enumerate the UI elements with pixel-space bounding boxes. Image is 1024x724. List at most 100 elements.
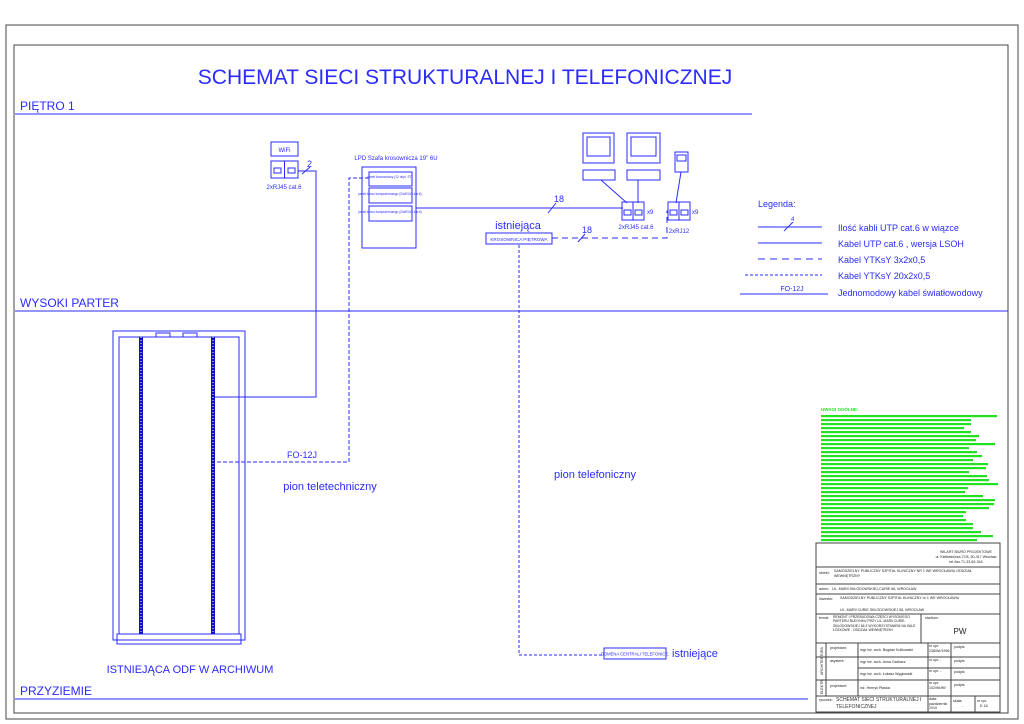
floor-patch-status: istniejąca (495, 220, 542, 232)
svg-text:inż. Henryk Płaska: inż. Henryk Płaska (860, 686, 890, 690)
note-line (821, 439, 976, 442)
cabinet-panel-patch-1 (368, 187, 413, 204)
svg-text:E-18: E-18 (980, 704, 988, 708)
svg-text:podpis: podpis (954, 659, 965, 663)
note-line (821, 479, 989, 482)
svg-text:podpis: podpis (954, 683, 965, 687)
note-line (821, 483, 998, 486)
note-line (821, 459, 973, 462)
svg-text:ELEKTR.: ELEKTR. (820, 679, 824, 694)
svg-text:mgr inż. arch. Łukasz Węgłowsk: mgr inż. arch. Łukasz Węgłowski (860, 672, 913, 676)
utp-cable-count: 18 (554, 194, 564, 204)
note-line (821, 471, 969, 474)
note-line (821, 535, 993, 538)
note-line (821, 527, 973, 530)
rj45-multiplier: x9 (647, 210, 654, 216)
note-line (821, 539, 977, 542)
note-line (821, 419, 971, 422)
svg-text:temat:: temat: (819, 616, 829, 620)
svg-text:stadium:: stadium: (925, 616, 939, 620)
svg-text:projektant:: projektant: (830, 684, 847, 688)
svg-text:panel krosowniczy (12 dupl. ST: panel krosowniczy (12 dupl. ST) (367, 175, 412, 179)
note-line (821, 531, 981, 534)
svg-text:tel./fax.71-33-69-344: tel./fax.71-33-69-344 (949, 560, 982, 564)
svg-text:Kabel YTKsY 3x2x0,5: Kabel YTKsY 3x2x0,5 (838, 255, 925, 265)
legend: Legenda: 4 Ilość kabli UTP cat.6 w wiązc… (740, 199, 983, 298)
svg-text:UL. MARII SKŁODOWSKIEJ-CURIE 6: UL. MARII SKŁODOWSKIEJ-CURIE 66, WROCŁAW (832, 587, 917, 591)
rj12-socket-icon (667, 201, 691, 221)
wifi-cable-count: 2 (307, 159, 312, 169)
svg-text:WILART BIURO PROJEKTOWE: WILART BIURO PROJEKTOWE (940, 550, 993, 554)
note-line (821, 463, 988, 466)
general-notes: UWAGI OGÓLNE: (821, 405, 998, 542)
svg-text:rysunek:: rysunek: (819, 698, 833, 702)
note-line (821, 495, 983, 498)
svg-text:mgr inż. arch. Anna Garbacz: mgr inż. arch. Anna Garbacz (860, 660, 906, 664)
rj12-socket-label: 2xRJ12 (669, 229, 690, 235)
svg-text:panel krosu komputerowego (24x: panel krosu komputerowego (24xRJ45 kat.6… (358, 210, 421, 214)
floor-label-pietro1: PIĘTRO 1 (20, 99, 75, 113)
svg-text:nr rys.: nr rys. (977, 699, 987, 703)
note-line (821, 423, 971, 426)
rj45-socket-icon (621, 201, 645, 221)
note-line (821, 503, 994, 506)
wifi-socket-label: 2xRJ45 cat.6 (266, 185, 302, 191)
telecom-riser-label: pion teletechniczny (283, 481, 377, 493)
floor-label-przyziemie: PRZYZIEMIE (20, 684, 92, 698)
svg-text:mgr inż. arch. Bogdan Kulikows: mgr inż. arch. Bogdan Kulikowski (860, 648, 913, 652)
phone-exchange-box (603, 647, 667, 660)
ytksy-cable-3x2 (552, 210, 668, 239)
legend-title: Legenda: (758, 199, 796, 209)
note-line (821, 475, 987, 478)
svg-text:obiekt:: obiekt: (819, 571, 830, 575)
odf-label: ISTNIEJĄCA ODF W ARCHIWUM (107, 664, 274, 676)
note-line (821, 451, 977, 454)
note-line (821, 415, 997, 418)
svg-text:asystent:: asystent: (830, 659, 844, 663)
note-line (821, 491, 965, 494)
ytksy-cable-count: 18 (582, 225, 592, 235)
svg-text:Kabel YTKsY 20x2x0,5: Kabel YTKsY 20x2x0,5 (838, 271, 930, 281)
rj45-socket-label: 2xRJ45 cat.6 (618, 225, 654, 231)
computer-monitor-icon (626, 132, 661, 203)
svg-text:UL. MARII CURIE SKŁODOWSKIEJ 5: UL. MARII CURIE SKŁODOWSKIEJ 58, WROCŁAW (840, 608, 925, 612)
note-line (821, 519, 966, 522)
cabinet-label: LPD Szafa krosownicza 19" 6U (354, 156, 437, 162)
svg-text:4: 4 (791, 217, 795, 223)
fiber-label: FO-12J (287, 450, 317, 460)
cabinet-panel-fiber (368, 171, 413, 187)
svg-text:inwestor:: inwestor: (819, 597, 833, 601)
svg-text:Ilość kabli UTP cat.6 w wiązc: Ilość kabli UTP cat.6 w wiązce (838, 223, 959, 233)
svg-text:FO-12J: FO-12J (780, 286, 803, 293)
note-line (821, 447, 969, 450)
svg-text:WiFi: WiFi (279, 148, 291, 154)
svg-text:PW: PW (954, 627, 967, 636)
note-line (821, 515, 963, 518)
ytksy-cable-20x2 (518, 245, 604, 656)
svg-text:projektant:: projektant: (830, 646, 847, 650)
svg-text:KROSOWNICA PIĘTROWA: KROSOWNICA PIĘTROWA (490, 237, 548, 242)
title-block: WILART BIURO PROJEKTOWE ul. Kiełbaśnicza… (815, 542, 1001, 713)
svg-text:Jednomodowy kabel światłowodow: Jednomodowy kabel światłowodowy (838, 288, 983, 298)
svg-text:skala:: skala: (953, 699, 962, 703)
svg-text:UWAGI OGÓLNE:: UWAGI OGÓLNE: (821, 405, 859, 412)
svg-text:Kabel UTP cat.6 , wersja LSOH: Kabel UTP cat.6 , wersja LSOH (838, 239, 964, 249)
outer-frame (5, 24, 1019, 720)
svg-text:panel krosu komputerowego (24x: panel krosu komputerowego (24xRJ45 kat.6… (358, 192, 421, 196)
svg-text:ul. Kiełbaśnicza 27/8, 50-417: ul. Kiełbaśnicza 27/8, 50-417 Wrocław (936, 555, 997, 559)
note-line (821, 487, 968, 490)
fiber-cable (212, 177, 369, 463)
note-line (821, 455, 982, 458)
wifi-cable (212, 170, 317, 398)
inner-frame (13, 44, 1009, 714)
cabinet-panel-patch-2 (368, 205, 413, 222)
note-line (821, 499, 995, 502)
note-line (821, 443, 995, 446)
telephone-icon (674, 151, 689, 204)
svg-text:podpis: podpis (954, 645, 965, 649)
note-line (821, 427, 964, 430)
phone-exchange-status: istniejące (672, 648, 718, 660)
note-line (821, 431, 971, 434)
svg-text:adres:: adres: (819, 587, 829, 591)
